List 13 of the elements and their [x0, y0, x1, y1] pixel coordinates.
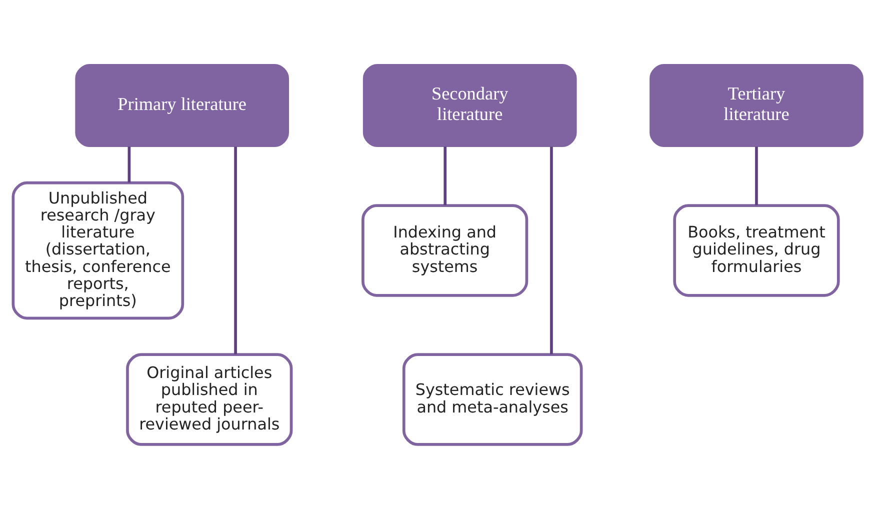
- connector: [755, 146, 758, 205]
- node-box: Unpublished research /gray literature (dissertation, thesis, conference reports, preprints): [12, 180, 184, 320]
- node-box: Secondary literature: [362, 63, 577, 147]
- node-box: Indexing and abstracting systems: [362, 204, 528, 296]
- connector: [550, 146, 553, 354]
- connector: [234, 146, 237, 354]
- node-box: Primary literature: [75, 63, 289, 147]
- connector: [128, 146, 131, 182]
- node-box: Books, treatment guidelines, drug formularies: [673, 204, 840, 296]
- node-box: Original articles published in reputed peer-reviewed journals: [126, 352, 293, 446]
- connector: [444, 146, 447, 205]
- node-box: Systematic reviews and meta-analyses: [402, 352, 583, 446]
- node-box: Tertiary literature: [650, 63, 864, 147]
